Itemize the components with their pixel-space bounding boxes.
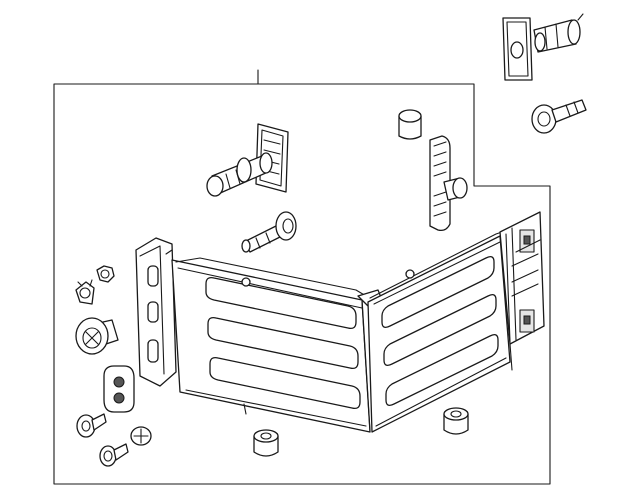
knob: [75, 317, 119, 355]
bed-extender-assembly: [135, 211, 545, 433]
screw-lower-left: [76, 413, 107, 438]
group-frame: [53, 83, 551, 485]
pivot-bracket-left: [206, 123, 289, 197]
rivet-upper-right: [502, 13, 584, 81]
push-pin-lower-left: [99, 426, 152, 467]
retainer-grommet: [103, 365, 135, 413]
bolt-center: [241, 211, 297, 253]
bumper-lower-center: [253, 429, 279, 457]
pivot-bracket-right: [429, 135, 468, 232]
nut: [96, 265, 115, 283]
clip: [75, 279, 95, 305]
bumper-lower-right: [443, 407, 469, 435]
bolt-upper-right: [531, 99, 587, 134]
cap-upper: [398, 109, 422, 140]
